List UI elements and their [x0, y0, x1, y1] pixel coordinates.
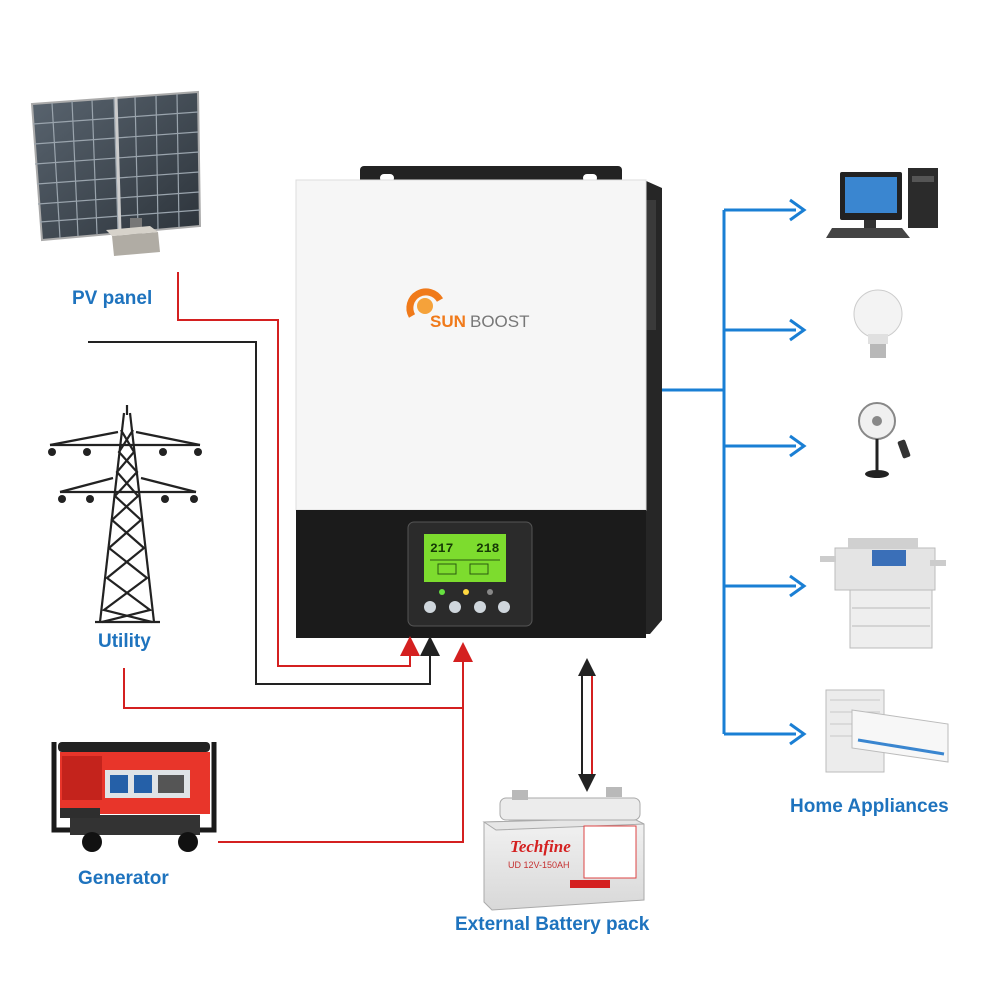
dc-wiring	[88, 272, 473, 843]
sunboost-logo-icon	[406, 288, 444, 318]
utility-label: Utility	[98, 631, 151, 652]
printer-icon	[820, 538, 946, 649]
pv-panel-label: PV panel	[72, 288, 153, 309]
battery-model: UD 12V-150AH	[508, 860, 570, 870]
solar-panel-icon	[30, 90, 202, 256]
inverter	[295, 166, 662, 638]
lcd-right-value: 218	[476, 541, 500, 556]
battery-label: External Battery pack	[455, 914, 650, 935]
insulators	[48, 448, 202, 503]
appliances-label: Home Appliances	[790, 796, 949, 817]
light-bulb-icon	[853, 289, 903, 358]
generator-icon	[51, 742, 217, 852]
lcd-left-value: 217	[430, 541, 453, 556]
power-tower-icon	[49, 405, 201, 624]
battery-brand: Techfine	[510, 837, 571, 856]
generator-label: Generator	[78, 868, 169, 889]
inverter-buttons	[424, 601, 510, 613]
fan-icon	[858, 402, 911, 478]
battery-link	[578, 658, 596, 792]
computer-icon	[826, 168, 938, 238]
brand-suffix: BOOST	[470, 312, 530, 331]
ac-bus	[662, 198, 807, 746]
brand-prefix: SUN	[430, 312, 466, 331]
battery-icon	[482, 787, 645, 911]
air-conditioner-icon	[825, 689, 949, 773]
